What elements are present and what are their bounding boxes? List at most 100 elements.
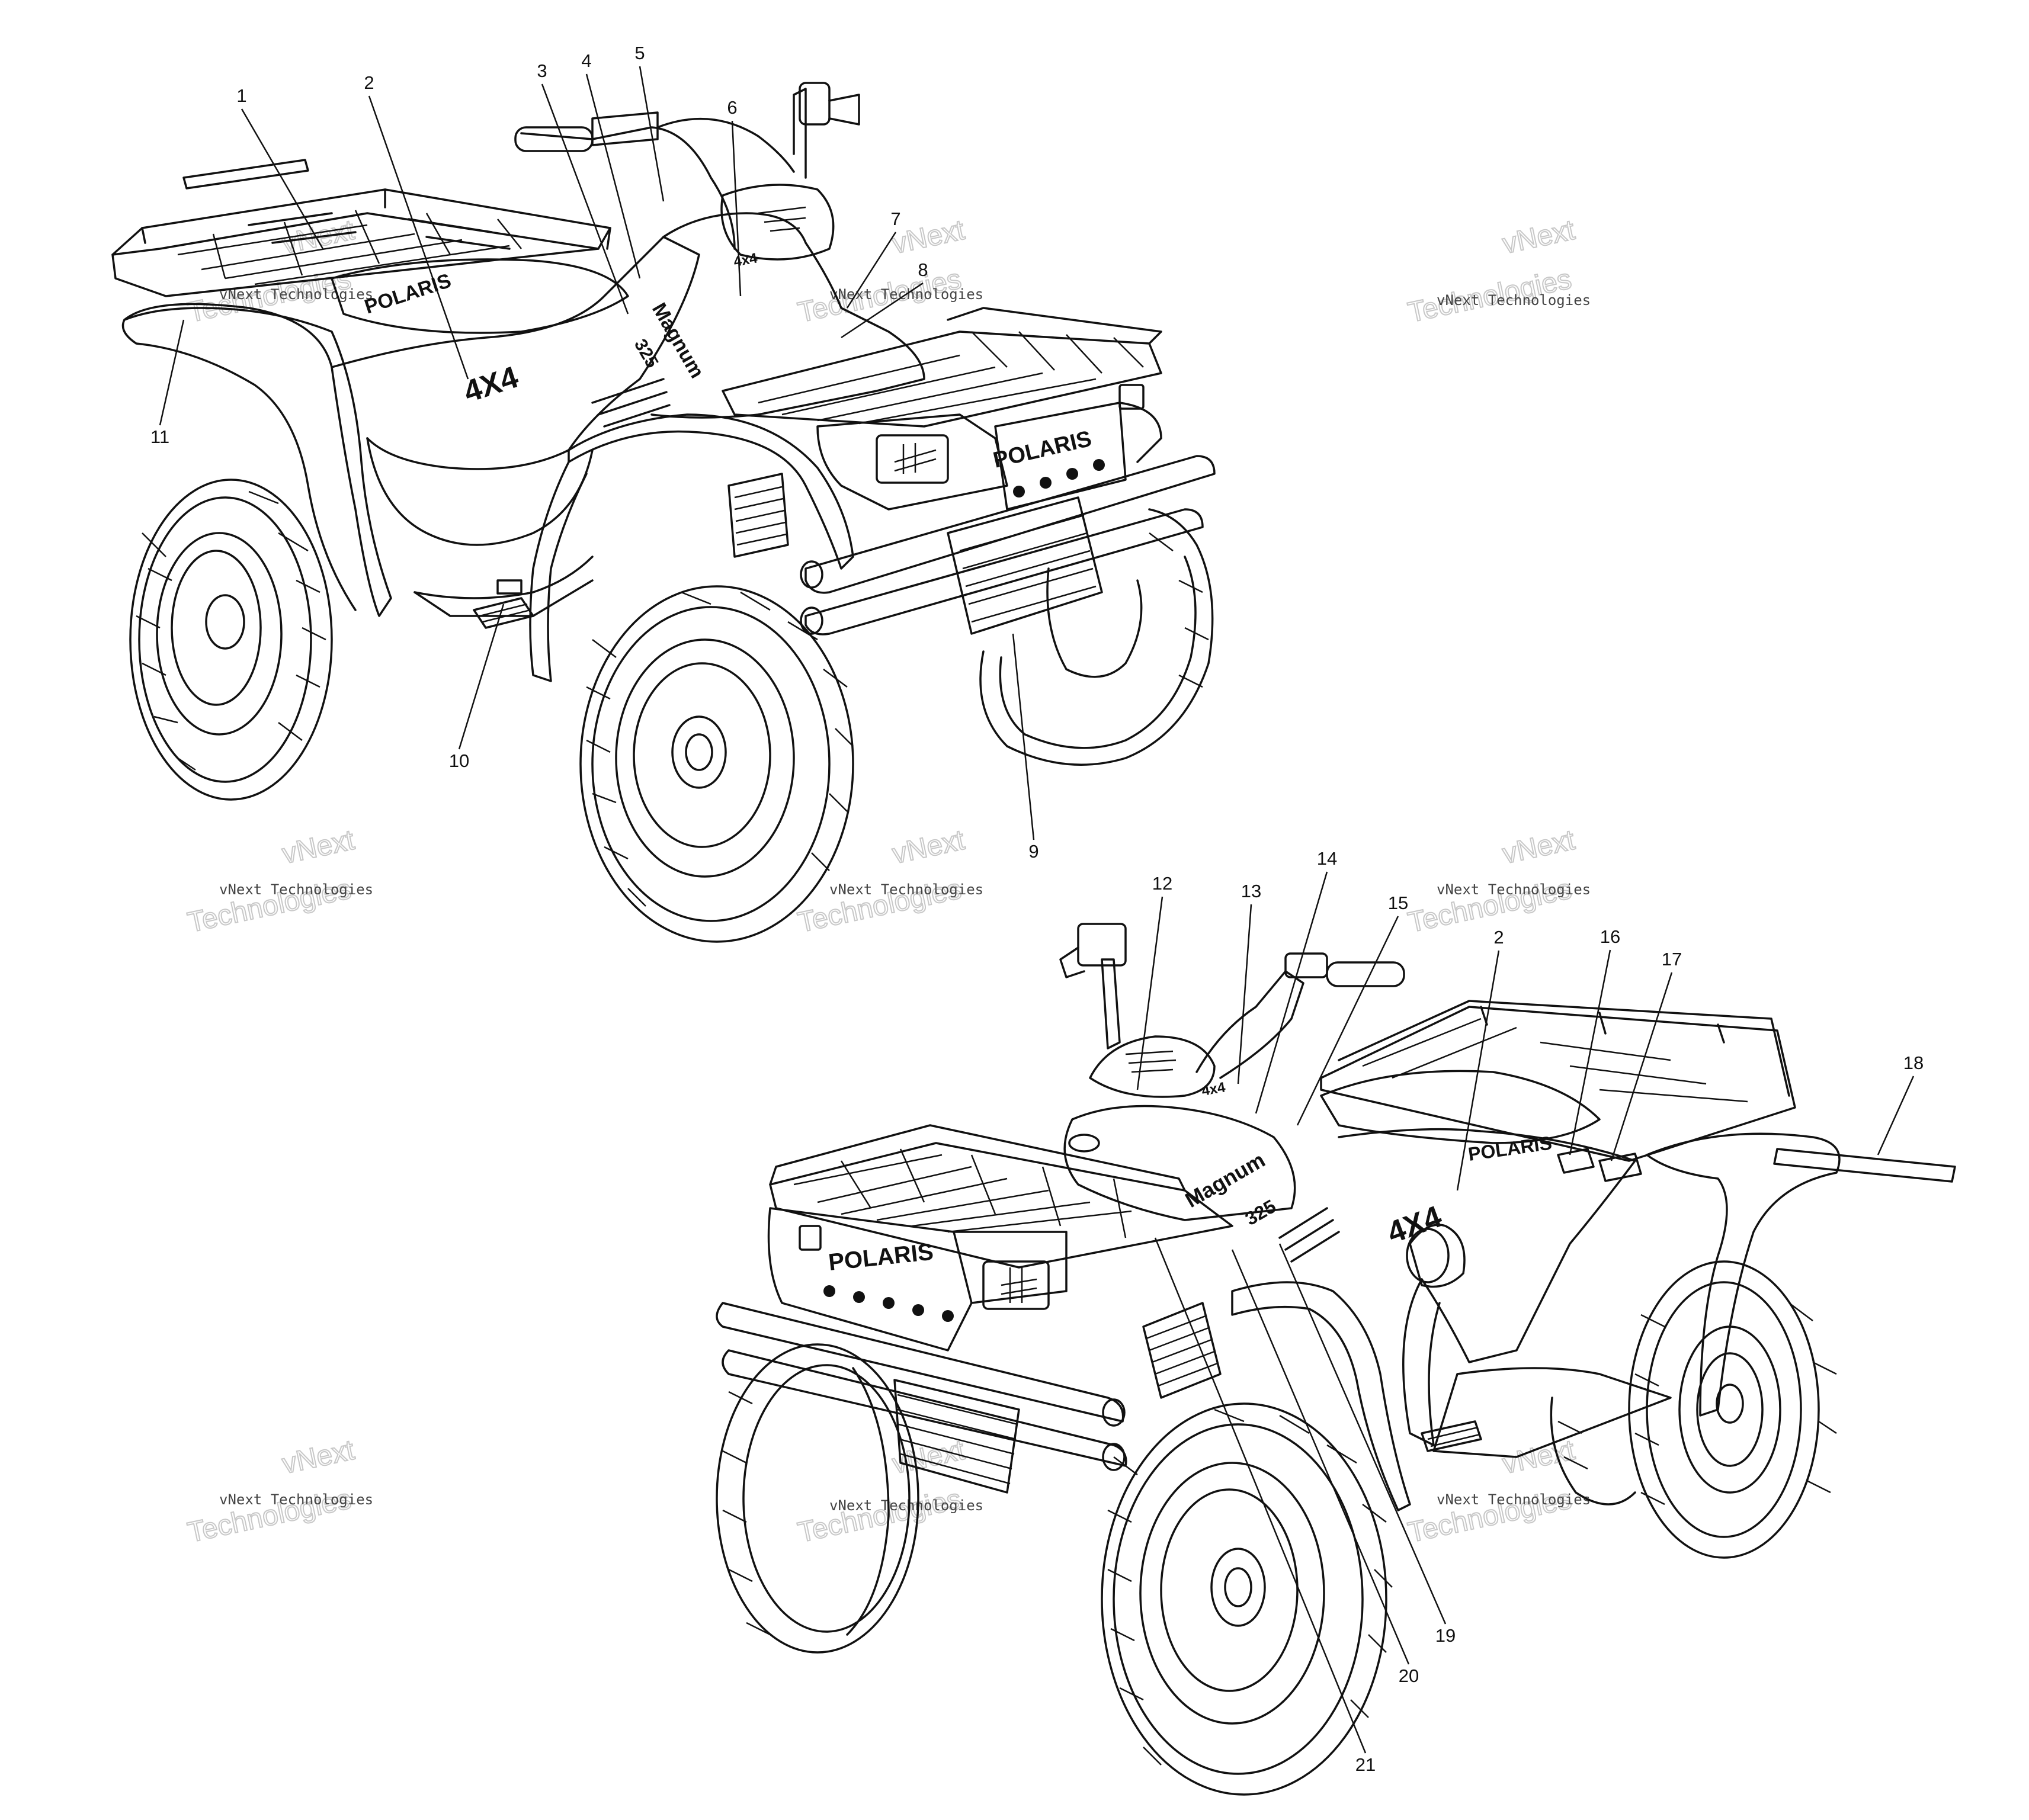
watermarks: vNext Technologies vNext Technologies vN… <box>184 214 1591 1549</box>
callout-number: 4 <box>581 50 591 71</box>
callout-number: 21 <box>1355 1754 1376 1775</box>
fuel-tank <box>1063 1105 1296 1221</box>
callout-number: 15 <box>1388 893 1408 913</box>
rear-right-tire <box>1550 1397 1636 1506</box>
front-rack <box>722 307 1162 428</box>
callout-leader <box>585 73 641 279</box>
svg-text:vNext: vNext <box>1500 214 1578 260</box>
svg-text:Technologies: Technologies <box>795 1484 964 1549</box>
callout-leader <box>1456 950 1500 1191</box>
front-right-tire <box>979 508 1214 766</box>
decal-strip <box>1773 1148 1956 1183</box>
callout-number: 1 <box>236 85 246 106</box>
handlebar-pod <box>1089 1035 1216 1098</box>
callout-leader <box>458 604 505 750</box>
callout-leader <box>1237 904 1252 1084</box>
front-panel <box>767 1207 973 1352</box>
rear-polaris-decal: POLARIS <box>362 269 454 319</box>
watermark-text: vNext Technologies <box>829 1497 983 1514</box>
front-left-tire <box>1101 1402 1393 1796</box>
side-vent <box>727 473 789 558</box>
seat <box>1320 1070 1601 1144</box>
callout-leader <box>1012 633 1035 840</box>
handlebar-pod <box>720 184 835 261</box>
drive-small-decal: 4x4 <box>1200 1079 1227 1099</box>
atv-top-view: POLARIS Magnum 325 4X4 POLARIS 4x4 <box>111 82 1216 943</box>
callout-number: 8 <box>918 259 928 280</box>
rear-fender <box>1646 1132 1841 1417</box>
callout-number: 7 <box>890 208 900 229</box>
rear-rack <box>111 188 611 297</box>
svg-text:vNext: vNext <box>280 824 357 870</box>
watermark-text: vNext Technologies <box>829 881 983 898</box>
rear-fender <box>123 303 392 617</box>
front-panel <box>994 402 1127 511</box>
front-right-tire <box>716 1343 919 1654</box>
callout-leader <box>1255 871 1328 1114</box>
callout-leader <box>639 66 665 202</box>
callout-leader <box>159 319 185 426</box>
decal-strip <box>182 159 309 190</box>
callout-leader <box>1231 1249 1410 1665</box>
polaris-decal: POLARIS <box>827 1239 934 1276</box>
front-left-tire <box>579 585 854 943</box>
footwell <box>1432 1367 1672 1458</box>
seat <box>331 258 629 334</box>
callout-number: 2 <box>1493 927 1504 948</box>
mirror <box>1077 923 1127 967</box>
atv-bottom-view: 4x4 POLARIS Magnum 3 <box>716 923 1956 1796</box>
callout-number: 11 <box>150 426 169 447</box>
callout-number: 10 <box>449 750 469 771</box>
callout-leader <box>1154 1237 1367 1754</box>
callout-leader <box>541 84 629 314</box>
handlebar <box>520 126 736 250</box>
drive-small-decal: 4x4 <box>732 250 759 270</box>
watermark-text: vNext Technologies <box>219 286 373 303</box>
callout-number: 9 <box>1028 841 1038 862</box>
rear-rack <box>1320 1000 1796 1162</box>
cc-decal: 325 <box>1242 1195 1280 1230</box>
headlight <box>876 434 949 484</box>
callout-leader <box>368 95 469 380</box>
callout-number: 18 <box>1903 1052 1924 1073</box>
callout-number: 14 <box>1317 848 1337 869</box>
callout-number: 6 <box>727 97 737 118</box>
callout-number: 12 <box>1152 873 1172 894</box>
callout-leader <box>1278 1243 1447 1625</box>
lower-grille <box>947 496 1103 635</box>
cc-decal: 325 <box>630 336 662 371</box>
rear-polaris-decal: POLARIS <box>1467 1132 1553 1164</box>
callout-leader <box>1136 896 1163 1090</box>
callout-leader <box>241 108 324 249</box>
callout-number: 3 <box>537 60 547 81</box>
watermark-text: vNext Technologies <box>219 881 373 898</box>
svg-text:vNext: vNext <box>280 1434 357 1480</box>
callout-number: 17 <box>1662 949 1682 970</box>
callout-leader <box>841 282 924 339</box>
polaris-decal: POLARIS <box>991 426 1094 473</box>
headlight-pod <box>816 413 1008 511</box>
callout-number: 20 <box>1399 1665 1419 1686</box>
callout-leader <box>846 232 897 309</box>
callout-leader <box>1569 949 1611 1155</box>
watermark: vNext Technologies <box>1405 214 1578 329</box>
callout-leader <box>1877 1076 1915 1155</box>
callout-number: 2 <box>364 72 374 93</box>
rear-left-tire <box>1628 1260 1837 1559</box>
watermark-text: vNext Technologies <box>1437 881 1591 898</box>
headlight <box>982 1260 1050 1310</box>
svg-text:vNext: vNext <box>890 824 967 870</box>
callout-number: 19 <box>1435 1625 1456 1646</box>
callout-leader <box>1296 916 1399 1126</box>
drive-decal: 4X4 <box>1383 1199 1446 1250</box>
front-rack <box>769 1124 1233 1269</box>
engine <box>1409 1224 1466 1288</box>
svg-text:vNext: vNext <box>890 214 967 260</box>
front-bumper <box>804 455 1216 594</box>
watermark-text: vNext Technologies <box>1437 292 1591 309</box>
callout-number: 5 <box>634 43 645 63</box>
watermark-text: vNext Technologies <box>1437 1491 1591 1508</box>
footrest <box>1421 1420 1482 1452</box>
